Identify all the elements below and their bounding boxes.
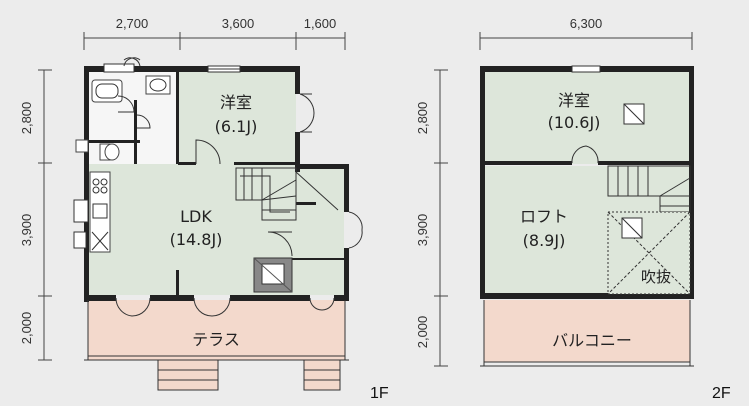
- floor1-doors: [115, 57, 363, 317]
- floor1-walls: [84, 66, 349, 302]
- floor1-window-top: [207, 65, 241, 73]
- floor2-dim-left-2: 3,900: [415, 214, 430, 247]
- floor1-western-room-size: (6.1J): [215, 117, 258, 136]
- floor1-dim-top-1: 2,700: [116, 16, 149, 31]
- floor2-western-room-name: 洋室: [558, 91, 590, 110]
- wood-stove-icon: [253, 257, 293, 293]
- floor1-left-dimension-line: [38, 69, 52, 361]
- floor1-dim-top-2: 3,600: [222, 16, 255, 31]
- floor1-dim-left-2: 3,900: [19, 214, 34, 247]
- kitchen-window-icon: [73, 199, 89, 223]
- floor2-door: [571, 145, 599, 164]
- floor2-void-area: [607, 211, 691, 295]
- terrace-steps-right: [303, 359, 341, 391]
- floor2-void-name: 吹抜: [641, 268, 671, 286]
- floor2-balcony-area: [484, 300, 690, 362]
- floor1-western-room-name: 洋室: [220, 93, 252, 112]
- floor-1-plan: 2,700 3,600 1,600 2,800 3,900 2,000: [19, 16, 389, 402]
- washing-machine-icon: [75, 139, 89, 153]
- floor1-entry-area: [296, 168, 344, 295]
- bathtub-icon: [91, 79, 123, 103]
- floor-2-plan: 6,300 2,800 3,900 2,000: [415, 16, 731, 402]
- floor2-loft-name: ロフト: [520, 207, 568, 226]
- floor2-dim-left-3: 2,000: [415, 316, 430, 349]
- floor1-top-dimension-line: [83, 32, 346, 50]
- floor2-top-dimension-line: [479, 32, 693, 50]
- bath-door-icon: [117, 95, 151, 129]
- floor1-western-room-area: [178, 72, 296, 164]
- kitchen-counter-icon: [89, 171, 111, 253]
- floor1-window-bath: [103, 63, 135, 73]
- floor2-window-top: [571, 65, 601, 73]
- floor2-balcony-name: バルコニー: [552, 331, 632, 350]
- floor2-label: 2F: [712, 385, 731, 402]
- terrace-steps-left: [157, 359, 219, 391]
- floor1-terrace-area: [88, 300, 345, 360]
- floor2-western-room-area: [484, 72, 690, 164]
- floor1-dim-left-3: 2,000: [19, 312, 34, 345]
- floor2-loft-size: (8.9J): [523, 231, 566, 250]
- floor1-stairs-icon: [235, 167, 297, 221]
- floor2-dim-left-1: 2,800: [415, 102, 430, 135]
- sink-icon: [145, 75, 171, 95]
- toilet-icon: [99, 143, 120, 161]
- balcony-railing: [480, 300, 694, 367]
- floor2-dim-top: 6,300: [570, 16, 603, 31]
- floor1-terrace-name: テラス: [192, 330, 240, 349]
- floor2-skylight-icon: [623, 103, 645, 125]
- floor2-left-dimension-line: [434, 69, 448, 367]
- floor1-ldk-name: LDK: [180, 207, 212, 226]
- floor2-western-room-size: (10.6J): [548, 113, 601, 132]
- floor1-ldk-size: (14.8J): [170, 230, 223, 249]
- floor1-label: 1F: [370, 385, 389, 402]
- floor1-dim-top-3: 1,600: [304, 16, 337, 31]
- fridge-icon: [73, 231, 87, 249]
- floor2-walls: [480, 66, 694, 299]
- floor1-dim-left-1: 2,800: [19, 102, 34, 135]
